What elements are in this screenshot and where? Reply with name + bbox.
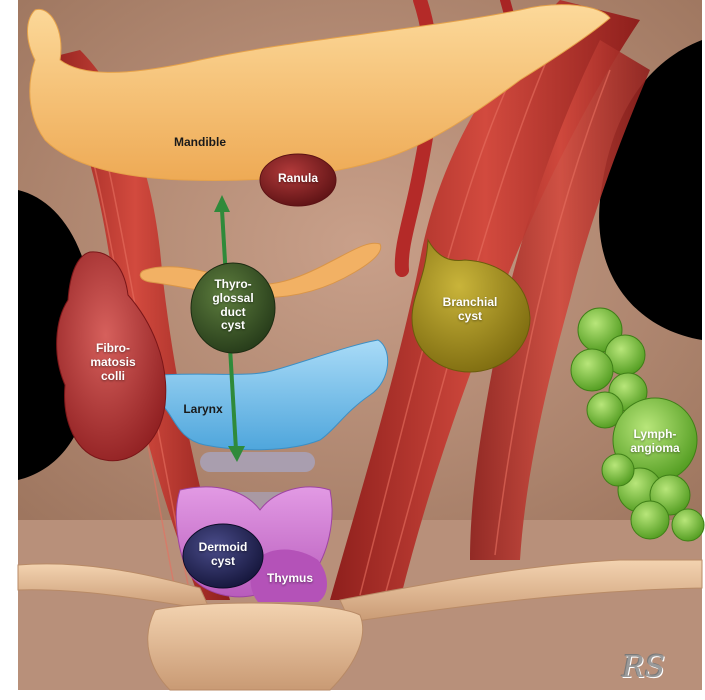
trachea-ring — [200, 452, 315, 472]
manubrium — [148, 603, 363, 690]
thyroglossal-duct-cyst — [191, 263, 275, 353]
artist-signature: RS — [622, 650, 665, 685]
dermoid-cyst — [183, 524, 263, 588]
ranula — [260, 154, 336, 206]
